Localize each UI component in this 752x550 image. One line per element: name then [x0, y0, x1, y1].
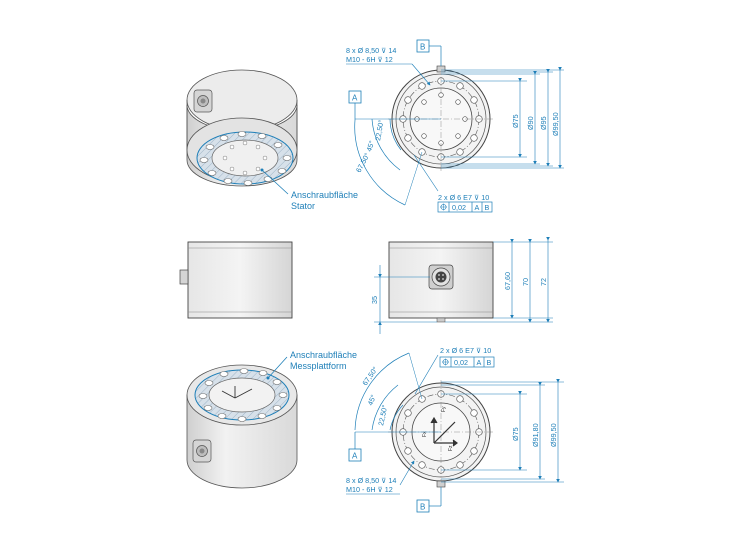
bottom-diam-75: Ø75 — [511, 427, 520, 441]
iso-view-stator: Anschraubfläche Stator — [186, 69, 358, 211]
bottom-angle-45: 45° — [366, 393, 378, 407]
plate-callout-line1: Anschraubfläche — [290, 350, 357, 360]
top-diam-99-50: Ø99,50 — [551, 112, 560, 136]
stator-callout-line2: Stator — [291, 201, 315, 211]
iso-view-plate: Anschraubfläche Messplattform — [186, 350, 357, 489]
bottom-angle-arc-outer — [354, 352, 410, 431]
side-height-70: 70 — [521, 278, 530, 286]
side-view-left — [179, 241, 293, 319]
angle-arc-inner — [389, 118, 402, 151]
top-diam-75: Ø75 — [511, 114, 520, 128]
datum-a-label: A — [352, 94, 358, 103]
connector-stub — [436, 65, 446, 73]
top-tol-value: 0,02 — [452, 203, 466, 212]
bottom-tolerance-frame: 0,02 A B — [439, 356, 495, 368]
angle-arc-outer — [354, 119, 406, 206]
side-height-67-60: 67,60 — [503, 272, 512, 290]
side-view-right: 35 67,60 70 72 — [370, 237, 553, 334]
bottom-pin-spec: 2 x Ø 6 E7 ⊽ 10 — [440, 346, 491, 355]
bottom-view: Fx Fy Fz 2 x Ø 6 E7 ⊽ 10 0,02 A B 67,50°… — [346, 346, 564, 513]
bottom-tol-ref-b: B — [487, 358, 492, 367]
bottom-datum-b-label: B — [420, 503, 425, 512]
side-height-72: 72 — [539, 278, 548, 286]
stator-callout-line1: Anschraubfläche — [291, 190, 358, 200]
bottom-tol-ref-a: A — [477, 358, 482, 367]
plate-axis-symbol — [221, 386, 253, 399]
top-pin-spec: 2 x Ø 6 E7 ⊽ 10 — [438, 193, 489, 202]
top-outer-holes — [399, 77, 483, 161]
top-angle-45: 45° — [364, 139, 376, 152]
bottom-diam-99-50: Ø99,50 — [549, 423, 558, 447]
top-tolerance-frame: 0,02 A B — [437, 201, 493, 213]
bottom-angle-arc-mid — [371, 384, 399, 431]
top-diameter-dims — [441, 67, 564, 169]
side-height-35: 35 — [370, 296, 379, 304]
bottom-holes-spec-line1: 8 x Ø 8,50 ⊽ 14 — [346, 476, 396, 485]
plate-bolt-holes — [198, 368, 288, 422]
axis-fy-label: Fy — [441, 406, 447, 412]
bottom-datum-b-box — [416, 499, 430, 513]
stator-inner-holes — [222, 140, 268, 176]
bottom-holes-spec-line2: M10 - 6H ⊽ 12 — [346, 485, 393, 494]
axis-fx-label: Fx — [422, 431, 428, 437]
top-diam-95: Ø95 — [539, 116, 548, 130]
connector-icon — [193, 89, 213, 113]
stator-bolt-holes — [199, 131, 292, 186]
top-tol-ref-b: B — [485, 203, 490, 212]
bottom-diameter-dims — [441, 379, 564, 483]
plate-callout-line2: Messplattform — [290, 361, 347, 371]
connector-icon-2 — [192, 439, 212, 463]
top-holes-spec-line2: M10 - 6H ⊽ 12 — [346, 55, 393, 64]
stator-callout-leader — [261, 169, 289, 195]
bottom-angle-arc-inner — [389, 404, 404, 431]
bottom-diam-91-80: Ø91,80 — [531, 423, 540, 447]
top-angle-67-50: 67,50° — [354, 151, 372, 174]
top-angle-22-50: 22,50° — [373, 119, 386, 141]
axis-fz-label: Fz — [448, 445, 454, 451]
datum-b-label: B — [420, 43, 425, 52]
angle-arc-mid — [371, 118, 401, 171]
top-tol-ref-a: A — [475, 203, 480, 212]
bottom-tol-value: 0,02 — [454, 358, 468, 367]
bottom-angle-22-50: 22,50° — [376, 404, 389, 426]
bottom-datum-a-box — [348, 448, 362, 462]
bottom-axis-symbol — [430, 416, 458, 447]
bottom-datum-a-label: A — [352, 452, 358, 461]
top-view: B 8 x Ø 8,50 ⊽ 14 M10 - 6H ⊽ 12 A 22,50°… — [346, 39, 564, 213]
top-diam-90: Ø90 — [526, 116, 535, 130]
connector-front-icon — [428, 264, 454, 290]
top-holes-spec-line1: 8 x Ø 8,50 ⊽ 14 — [346, 46, 396, 55]
